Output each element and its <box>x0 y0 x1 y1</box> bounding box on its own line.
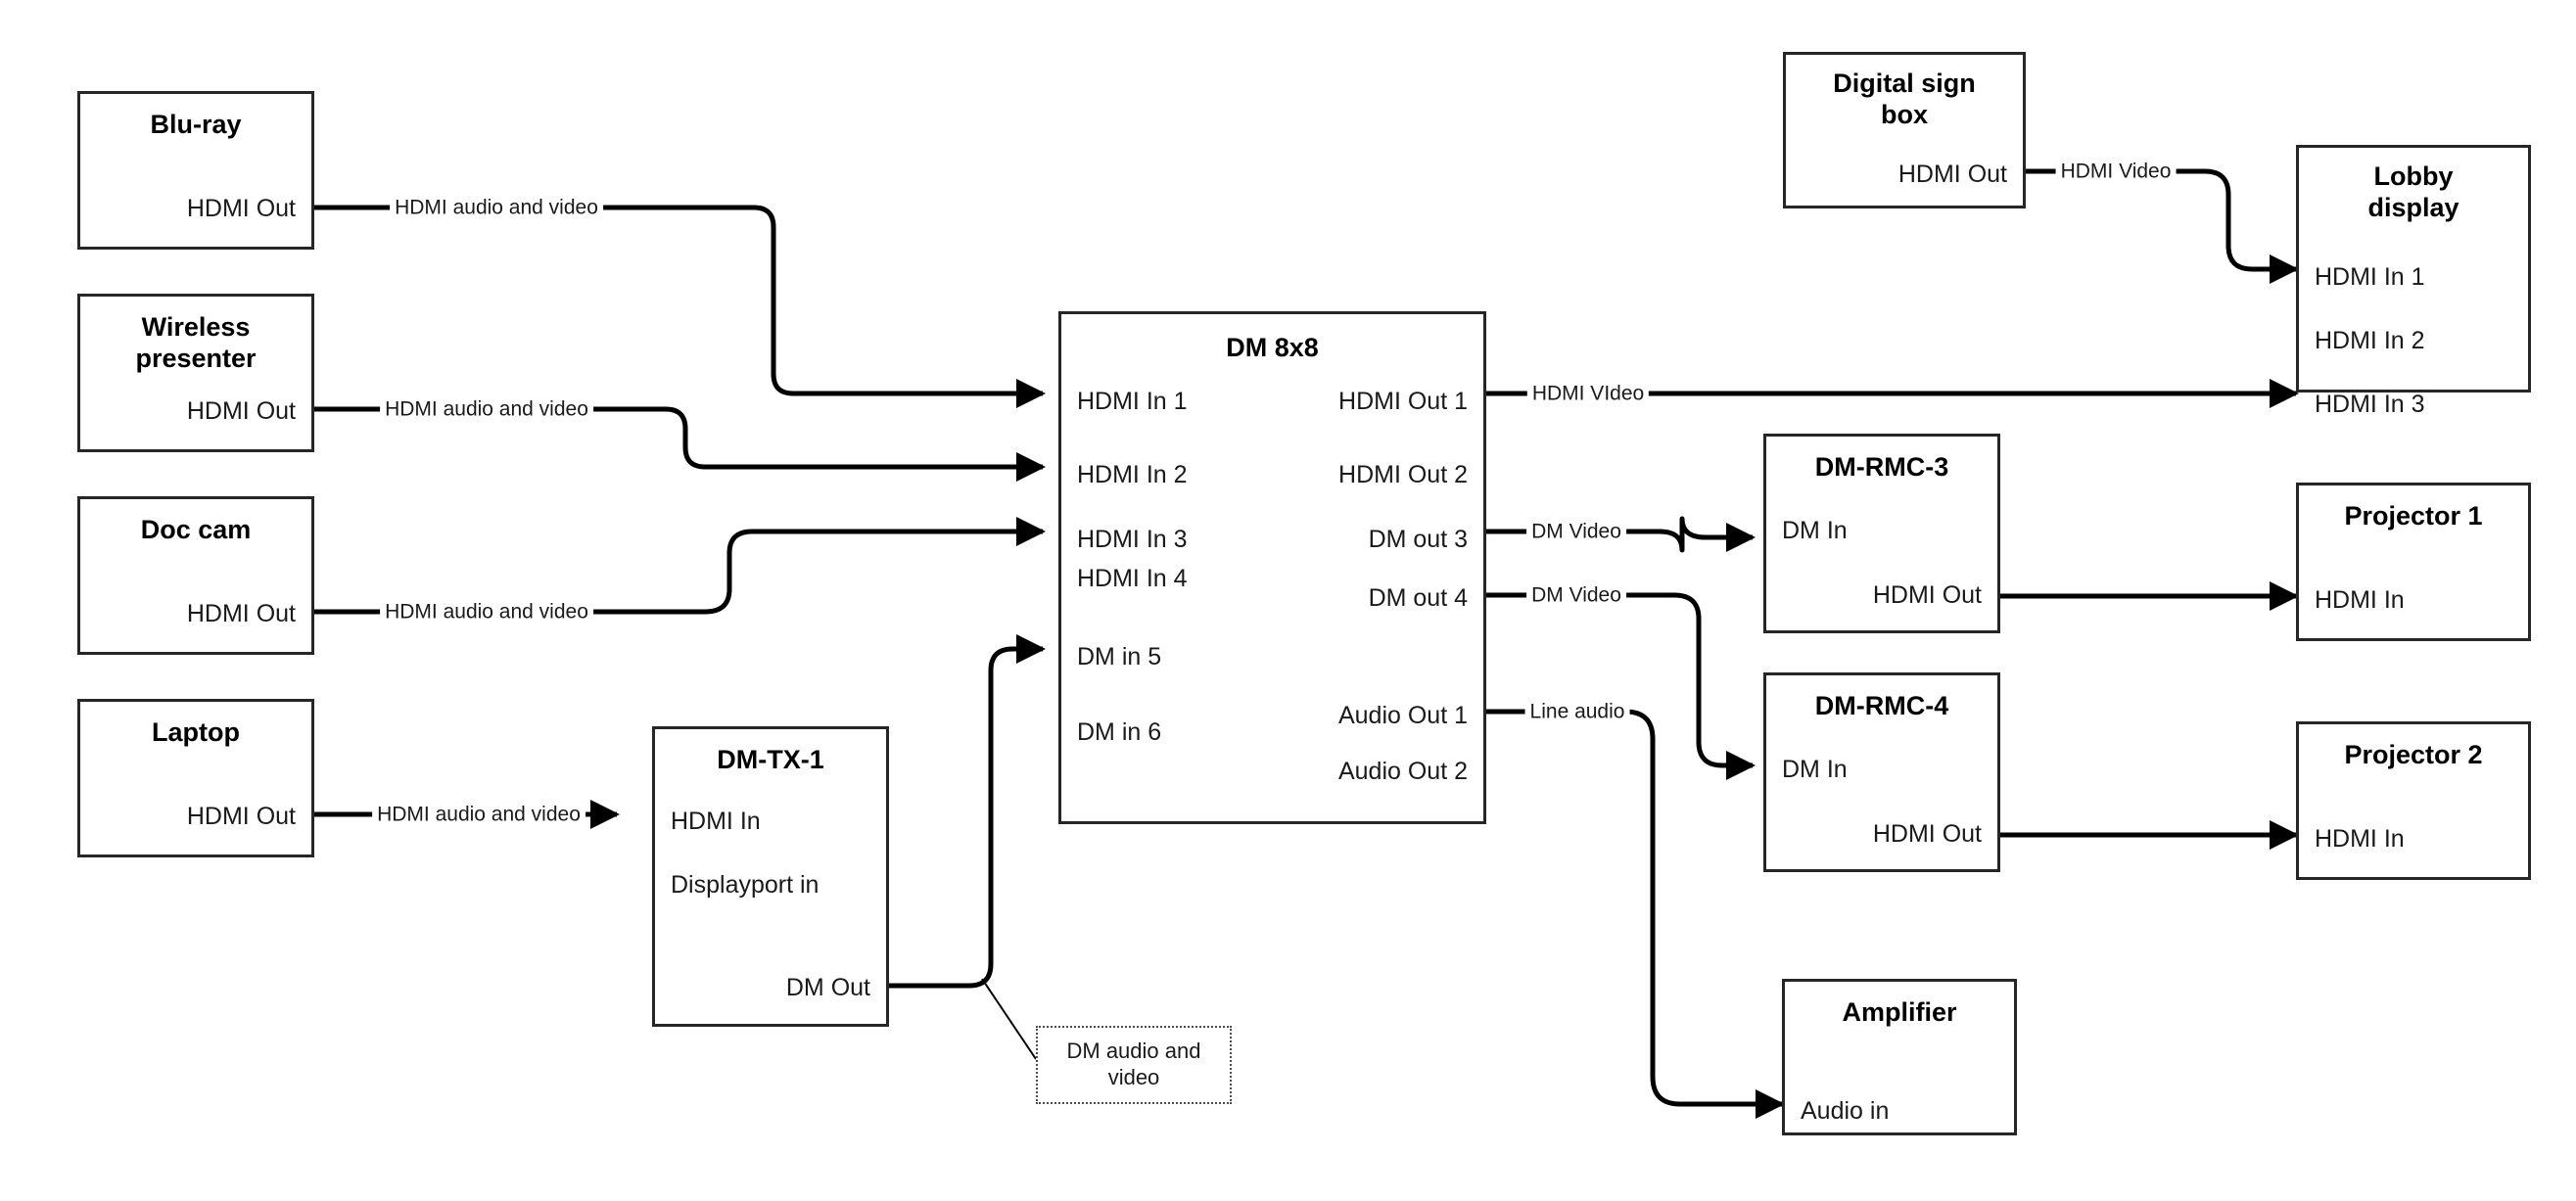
port-hdmi-out-2[interactable]: HDMI Out 2 <box>1338 461 1468 488</box>
node-title: Blu-ray <box>150 110 242 139</box>
port-dm-in-6[interactable]: DM in 6 <box>1077 718 1162 746</box>
node-lobby-display[interactable]: Lobby display HDMI In 1 HDMI In 2 HDMI I… <box>2296 145 2531 417</box>
node-title: Amplifier <box>1842 997 1957 1027</box>
wire-bluray-to-dm8x8 <box>314 205 1046 408</box>
node-title: Doc cam <box>140 515 252 544</box>
node-bluray[interactable]: Blu-ray HDMI Out <box>77 91 314 250</box>
node-dm-8x8[interactable]: DM 8x8 HDMI In 1 HDMI In 2 HDMI In 3 HDM… <box>1058 311 1486 824</box>
port-hdmi-in[interactable]: HDMI In <box>2315 825 2405 853</box>
port-hdmi-in[interactable]: HDMI In <box>671 808 761 835</box>
wire-label-dm-out-4: DM Video <box>1526 584 1626 606</box>
port-audio-in[interactable]: Audio in <box>1801 1097 1890 1125</box>
port-hdmi-in[interactable]: HDMI In <box>2315 586 2405 614</box>
port-hdmi-out-1[interactable]: HDMI Out 1 <box>1338 388 1468 415</box>
wire-label-wireless: HDMI audio and video <box>380 398 593 420</box>
port-dm-in[interactable]: DM In <box>1782 517 1848 544</box>
node-doc-cam[interactable]: Doc cam HDMI Out <box>77 496 314 655</box>
port-hdmi-in-2[interactable]: HDMI In 2 <box>2315 327 2425 354</box>
wire-label-doccam: HDMI audio and video <box>380 601 593 623</box>
port-displayport-in[interactable]: Displayport in <box>671 871 820 899</box>
port-dm-in[interactable]: DM In <box>1782 756 1848 783</box>
node-title: Lobby display <box>2367 162 2459 222</box>
node-title: Projector 2 <box>2344 740 2483 769</box>
port-hdmi-in-3[interactable]: HDMI In 3 <box>2315 391 2425 418</box>
port-hdmi-in-1[interactable]: HDMI In 1 <box>2315 263 2425 291</box>
port-hdmi-in-4[interactable]: HDMI In 4 <box>1077 565 1188 592</box>
wire-label-signbox: HDMI Video <box>2055 161 2177 182</box>
node-title: DM-RMC-4 <box>1814 691 1949 720</box>
port-hdmi-in-2[interactable]: HDMI In 2 <box>1077 461 1188 488</box>
node-title: Wireless presenter <box>135 312 257 373</box>
wire-label-bluray: HDMI audio and video <box>390 197 603 218</box>
node-wireless-presenter[interactable]: Wireless presenter HDMI Out <box>77 294 314 452</box>
wire-label-audio-out-1: Line audio <box>1524 701 1630 722</box>
port-hdmi-out[interactable]: HDMI Out <box>186 803 296 830</box>
port-audio-out-2[interactable]: Audio Out 2 <box>1337 758 1468 785</box>
port-hdmi-out[interactable]: HDMI Out <box>186 195 296 222</box>
callout-text: DM audio and video <box>1066 1039 1201 1089</box>
wire-signbox-to-lobby <box>2026 168 2299 284</box>
node-title: Laptop <box>152 717 240 747</box>
port-hdmi-in-3[interactable]: HDMI In 3 <box>1077 526 1188 553</box>
node-title: DM-TX-1 <box>717 745 824 774</box>
port-dm-out-3[interactable]: DM out 3 <box>1368 526 1468 553</box>
callout-dm-audio-and-video: DM audio and video <box>1036 1026 1232 1104</box>
port-hdmi-out[interactable]: HDMI Out <box>1897 161 2007 188</box>
wire-dmtx1-to-dm8x8 <box>889 634 1046 989</box>
node-title: Digital sign box <box>1833 69 1976 129</box>
wire-label-hdmi-out-1: HDMI VIdeo <box>1526 383 1650 404</box>
node-title: Projector 1 <box>2344 501 2483 531</box>
port-dm-out[interactable]: DM Out <box>785 974 870 1001</box>
node-title: DM-RMC-3 <box>1814 452 1949 482</box>
wire-callout-leader <box>981 978 1037 1060</box>
wire-label-laptop: HDMI audio and video <box>372 804 585 825</box>
port-hdmi-in-1[interactable]: HDMI In 1 <box>1077 388 1188 415</box>
port-audio-out-1[interactable]: Audio Out 1 <box>1337 702 1468 729</box>
node-title: DM 8x8 <box>1226 333 1319 362</box>
node-projector-1[interactable]: Projector 1 HDMI In <box>2296 483 2531 641</box>
port-dm-in-5[interactable]: DM in 5 <box>1077 643 1162 670</box>
port-dm-out-4[interactable]: DM out 4 <box>1368 584 1468 612</box>
node-dm-rmc-3[interactable]: DM-RMC-3 DM In HDMI Out <box>1763 434 2000 633</box>
node-projector-2[interactable]: Projector 2 HDMI In <box>2296 721 2531 880</box>
node-digital-sign-box[interactable]: Digital sign box HDMI Out <box>1783 52 2026 208</box>
port-hdmi-out[interactable]: HDMI Out <box>1872 820 1982 848</box>
wire-dm8x8-to-amplifier <box>1486 709 1785 1119</box>
port-hdmi-out[interactable]: HDMI Out <box>186 397 296 425</box>
port-hdmi-out[interactable]: HDMI Out <box>186 600 296 627</box>
wire-dm8x8-to-rmc4 <box>1486 592 1756 780</box>
wire-label-dm-out-3: DM Video <box>1526 521 1626 542</box>
node-laptop[interactable]: Laptop HDMI Out <box>77 699 314 857</box>
node-dm-rmc-4[interactable]: DM-RMC-4 DM In HDMI Out <box>1763 672 2000 872</box>
node-dm-tx-1[interactable]: DM-TX-1 HDMI In Displayport in DM Out <box>652 726 889 1027</box>
port-hdmi-out[interactable]: HDMI Out <box>1872 581 1982 609</box>
node-amplifier[interactable]: Amplifier Audio in <box>1782 979 2017 1135</box>
